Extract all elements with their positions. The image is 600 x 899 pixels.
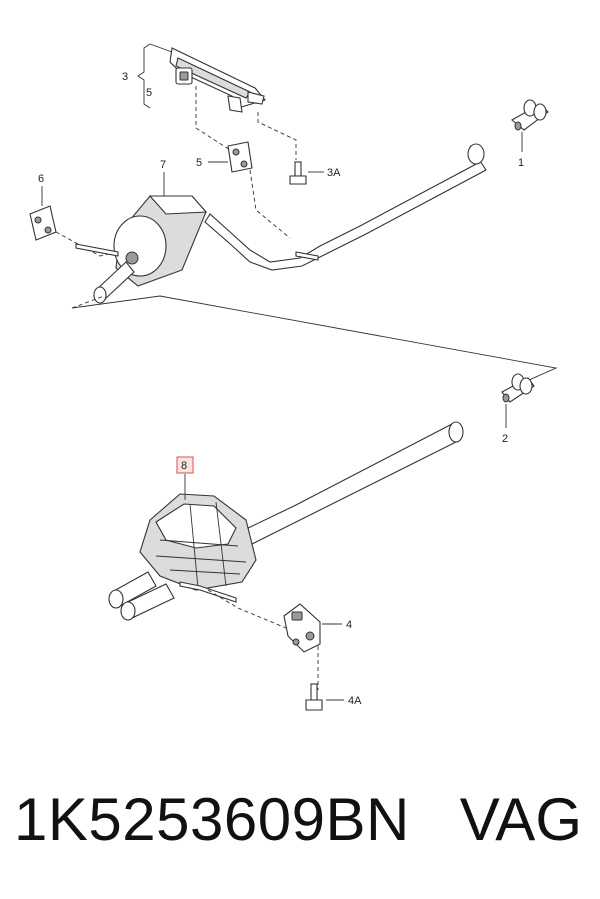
center-muffler-7 [75,143,487,304]
callout-3: 3 [122,71,128,83]
callout-1: 1 [518,157,524,169]
callout-4a: 4A [348,695,362,707]
callout-6: 6 [38,173,44,185]
bolt-3a [289,161,307,185]
rubber-mount-5 [227,141,253,173]
clamp-2 [501,373,535,403]
brand-name: VAG [459,786,582,853]
callout-5-top: 5 [146,87,152,99]
callout-3a: 3A [327,167,341,179]
rear-hanger-4 [283,603,321,653]
rubber-mount-6 [29,205,57,241]
callout-2: 2 [502,433,508,445]
callout-8: 8 [181,460,187,472]
clamp-1 [511,99,549,131]
bolt-4a [305,683,323,711]
part-number: 1K5253609BN [14,786,410,853]
callout-4: 4 [346,619,352,631]
hanger-bracket-assembly [169,47,266,113]
callout-5: 5 [196,157,202,169]
footer: 1K5253609BN VAG [0,775,600,875]
callout-7: 7 [160,159,166,171]
connection-line [71,295,558,385]
rear-muffler-8 [108,421,464,621]
exhaust-parts-diagram: 3 5 5 3A 1 6 [29,43,558,711]
callout-8-highlight [176,456,194,474]
